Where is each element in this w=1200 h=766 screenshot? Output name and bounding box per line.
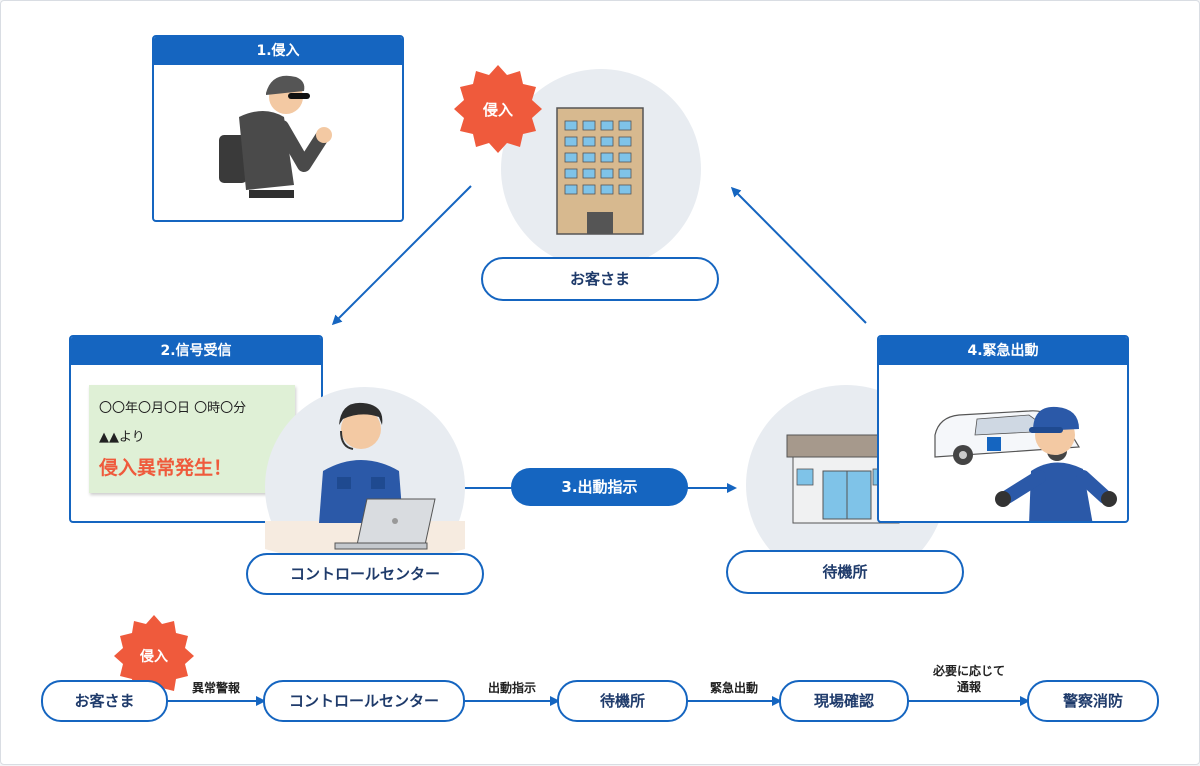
node-customer: お客さま: [481, 257, 719, 301]
flow-link-dispatch-instruction: 出動指示: [487, 681, 536, 695]
flow-step-site-check: 現場確認: [779, 680, 909, 722]
flow-step-police-fire: 警察消防: [1027, 680, 1159, 722]
panel-intrusion-title: 1.侵入: [154, 37, 402, 65]
thief-icon: [219, 75, 332, 198]
signal-note: 〇〇年〇月〇日 〇時〇分 ▲▲より 侵入異常発生！: [89, 385, 295, 493]
panel-intrusion: 1.侵入: [152, 35, 404, 222]
flow-step-customer: お客さま: [41, 680, 168, 722]
signal-note-source: ▲▲より: [99, 430, 145, 445]
panel-dispatch: 4.緊急出動: [877, 335, 1129, 523]
flow-link-alarm: 異常警報: [191, 681, 240, 695]
node-control-center: コントロールセンター: [246, 553, 484, 595]
dispatch-instruction-label: 3.出動指示: [511, 468, 688, 506]
signal-note-datetime: 〇〇年〇月〇日 〇時〇分: [99, 401, 247, 416]
flow-step-control-center: コントロールセンター: [263, 680, 465, 722]
arrow-standby-to-customer: [730, 186, 867, 324]
signal-note-alert: 侵入異常発生！: [99, 457, 233, 479]
intrusion-badge-label: 侵入: [482, 101, 513, 119]
panel-dispatch-title: 4.緊急出動: [879, 337, 1127, 365]
flow-link-emergency: 緊急出動: [709, 681, 758, 695]
guard-icon: [995, 406, 1117, 521]
flow-link-report-line1: 必要に応じて: [932, 664, 1005, 678]
flow-link-report-line2: 通報: [956, 680, 981, 694]
panel-signal-title: 2.信号受信: [71, 337, 321, 365]
node-standby: 待機所: [726, 550, 964, 594]
flow-step-standby: 待機所: [557, 680, 688, 722]
arrow-customer-to-center: [331, 185, 472, 326]
flow-intrusion-badge-label: 侵入: [140, 649, 168, 665]
